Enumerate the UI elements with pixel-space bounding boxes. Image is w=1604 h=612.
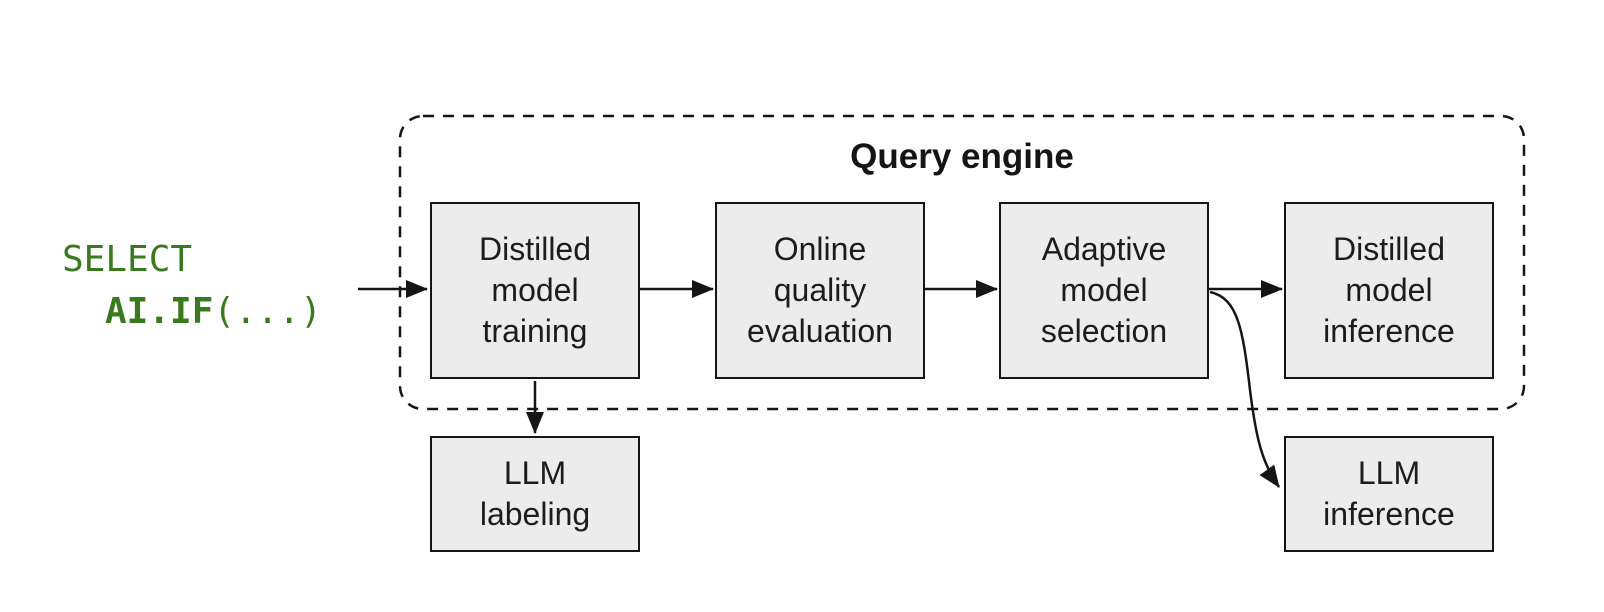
sql-snippet: SELECT AI.IF(...) (62, 234, 322, 338)
node-distilled-model-training: Distilled model training (430, 202, 640, 379)
sql-function-call: AI.IF(...) (62, 286, 322, 338)
sql-function-name: AI.IF (105, 291, 214, 332)
node-llm-inference: LLM inference (1284, 436, 1494, 552)
node-llm-labeling: LLM labeling (430, 436, 640, 552)
node-adaptive-model-selection: Adaptive model selection (999, 202, 1209, 379)
arrow-selection-to-llm-inference (1209, 290, 1281, 488)
query-engine-title: Query engine (850, 137, 1074, 176)
node-online-quality-evaluation: Online quality evaluation (715, 202, 925, 379)
sql-select-keyword: SELECT (62, 239, 193, 280)
sql-function-args: (...) (213, 291, 322, 332)
node-distilled-model-inference: Distilled model inference (1284, 202, 1494, 379)
